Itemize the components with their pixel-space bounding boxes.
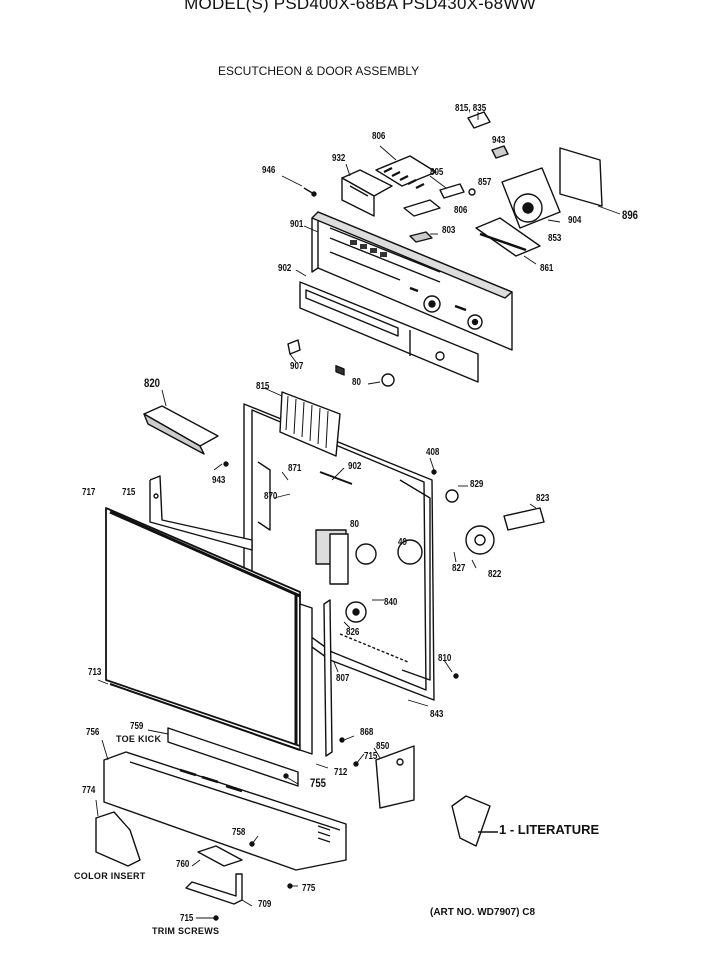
part-label: 861 <box>540 263 554 274</box>
part-label: 870 <box>264 491 278 502</box>
toe-kick-panel <box>103 727 347 871</box>
part-label: 871 <box>288 463 302 474</box>
assembly-title: ESCUTCHEON & DOOR ASSEMBLY <box>218 64 420 78</box>
part-label: 822 <box>488 569 502 580</box>
part-label: 932 <box>332 153 346 164</box>
part-label: 853 <box>548 233 562 244</box>
literature-envelope <box>451 795 498 847</box>
part-label: 896 <box>622 208 639 222</box>
part-label: 823 <box>536 493 550 504</box>
part-label: 715 <box>364 751 378 762</box>
part-label: 775 <box>302 883 316 894</box>
part-label: 807 <box>336 673 350 684</box>
part-label: 756 <box>86 727 100 738</box>
part-label: 810 <box>438 653 452 664</box>
leader-lines <box>95 112 621 919</box>
part-label: 80 <box>350 519 359 530</box>
part-label: 902 <box>278 263 292 274</box>
trim-screws-caption: TRIM SCREWS <box>152 926 220 936</box>
part-label: 840 <box>384 597 398 608</box>
part-label: 759 <box>130 721 144 732</box>
part-label: 803 <box>442 225 456 236</box>
part-label: 827 <box>452 563 466 574</box>
color-insert <box>95 811 141 867</box>
part-label: 408 <box>426 447 440 458</box>
part-label: 713 <box>88 667 102 678</box>
part-label: 755 <box>310 776 327 790</box>
part-label: 820 <box>144 376 161 390</box>
knob-parts <box>287 339 545 555</box>
part-label: 868 <box>360 727 374 738</box>
bracket-850 <box>375 745 415 809</box>
part-label: 760 <box>176 859 190 870</box>
part-label: 946 <box>262 165 276 176</box>
part-label: 902 <box>348 461 362 472</box>
part-label: 829 <box>470 479 484 490</box>
part-label: 715 <box>122 487 136 498</box>
side-rail <box>299 599 333 757</box>
part-label: 805 <box>430 167 444 178</box>
part-label: 774 <box>82 785 96 796</box>
door-handle <box>143 405 219 455</box>
part-label: 826 <box>346 627 360 638</box>
console-trim-strip <box>299 281 479 383</box>
part-label: 815 <box>256 381 270 392</box>
part-label: 943 <box>212 475 226 486</box>
part-label: 907 <box>290 361 304 372</box>
part-label: 901 <box>290 219 304 230</box>
control-parts-top <box>303 111 509 243</box>
part-label: 717 <box>82 487 96 498</box>
part-label: 904 <box>568 215 582 226</box>
part-label: 709 <box>258 899 272 910</box>
model-numbers: MODEL(S) PSD400X-68BA PSD430X-68WW <box>184 0 536 13</box>
part-label: 712 <box>334 767 348 778</box>
trim-pieces <box>185 845 243 905</box>
escutcheon-console <box>311 211 513 376</box>
part-label: 843 <box>430 709 444 720</box>
color-insert-caption: COLOR INSERT <box>74 871 146 881</box>
part-label: 857 <box>478 177 492 188</box>
part-label: 806 <box>454 205 468 216</box>
part-label: 80 <box>352 377 361 388</box>
part-label: 49 <box>398 537 407 548</box>
part-label: 715 <box>180 913 194 924</box>
outer-door-panel <box>105 507 301 751</box>
part-label: 943 <box>492 135 506 146</box>
art-number: (ART NO. WD7907) C8 <box>430 907 536 918</box>
part-label: 815, 835 <box>455 103 487 114</box>
timer-assembly <box>475 147 603 257</box>
literature-label: 1 - LITERATURE <box>499 822 600 837</box>
part-label: 758 <box>232 827 246 838</box>
part-label: 850 <box>376 741 390 752</box>
side-bracket <box>149 475 253 551</box>
toe-kick-caption: TOE KICK <box>116 734 162 744</box>
part-label: 806 <box>372 131 386 142</box>
